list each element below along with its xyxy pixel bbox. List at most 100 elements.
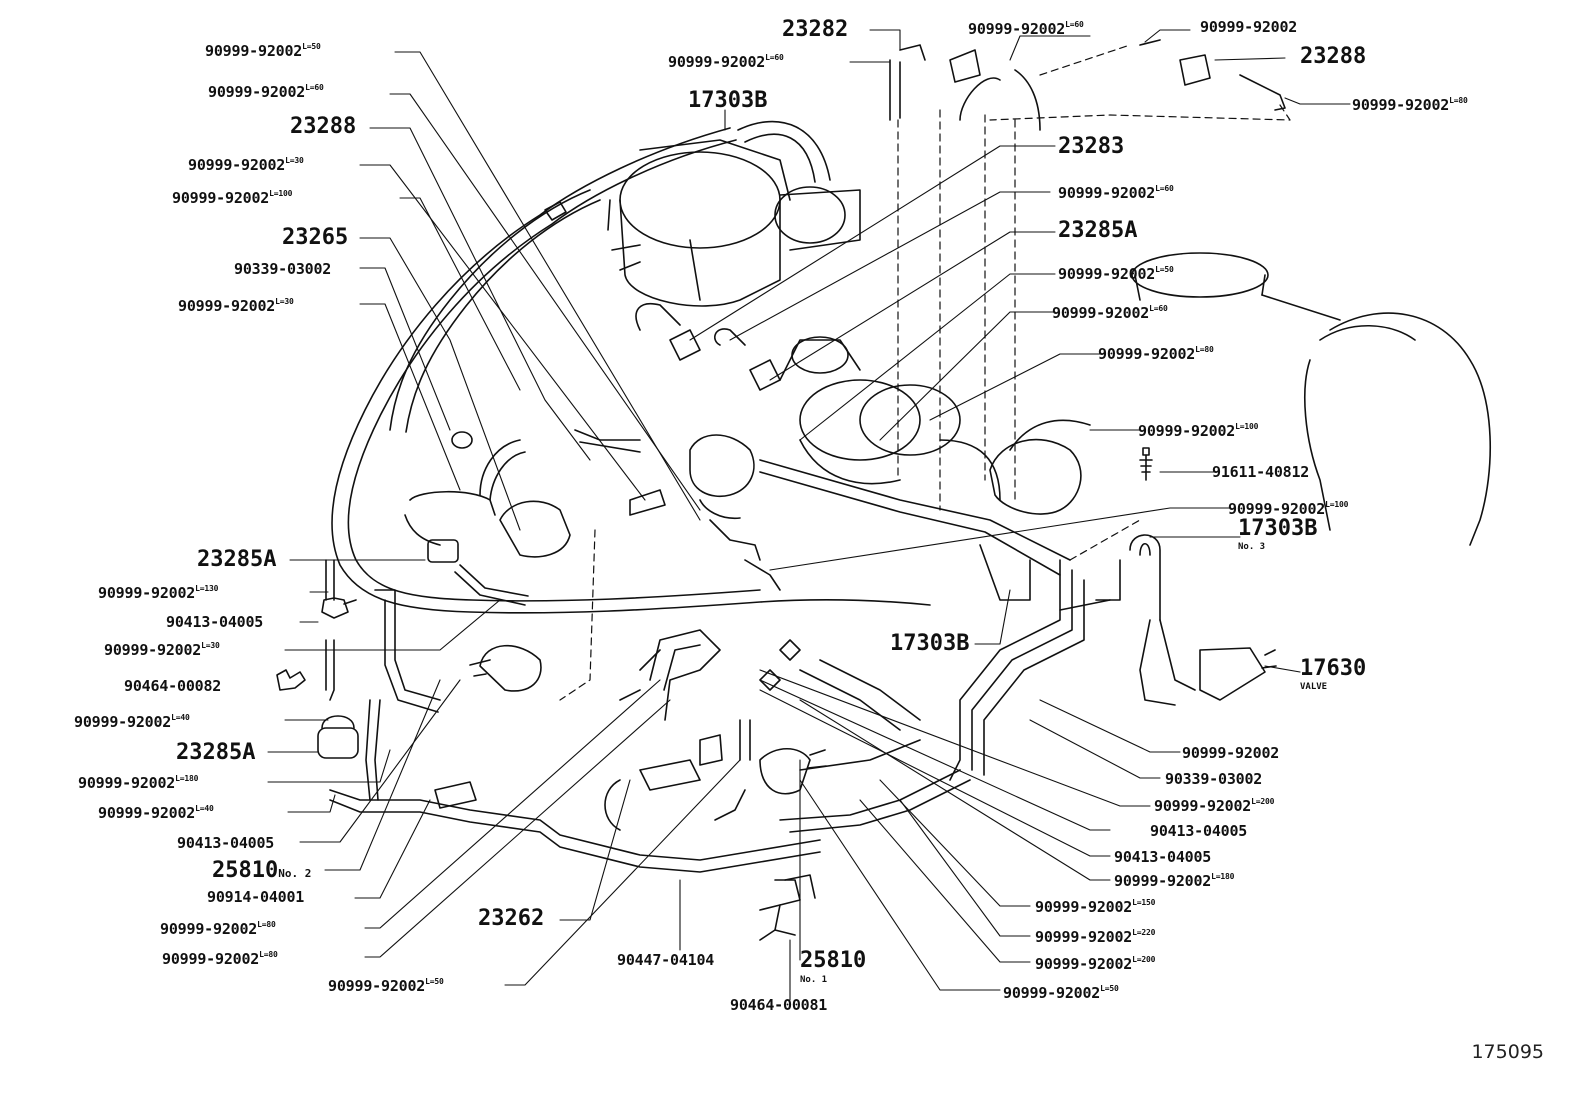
part-code: 25810: [212, 858, 279, 883]
part-code: 23282: [782, 17, 849, 42]
pipe-bundle: [779, 534, 1277, 833]
part-code: 90999-92002: [328, 977, 426, 995]
label-part-54: 90999-92002L=220: [1035, 928, 1155, 946]
part-code: 90999-92002: [1035, 898, 1133, 916]
label-part-55: 90999-92002L=200: [1035, 955, 1155, 973]
label-part-50: 90413-04005: [1150, 822, 1247, 840]
part-code: 90447-04104: [617, 951, 715, 969]
label-part-39: 90999-92002L=60: [1052, 304, 1168, 322]
part-note: L=50: [425, 977, 444, 986]
part-code: 90999-92002: [162, 950, 260, 968]
part-code: 90999-92002: [1138, 422, 1236, 440]
part-code: 90999-92002: [178, 297, 276, 315]
part-note: L=60: [1155, 184, 1174, 193]
label-part-35: 23283: [1058, 134, 1124, 159]
part-code: 90999-92002: [98, 584, 196, 602]
label-part-1: 90999-92002L=50: [205, 42, 321, 60]
part-code: 90999-92002: [1035, 928, 1133, 946]
small-components: [276, 447, 1153, 691]
part-code: 25810: [800, 948, 867, 973]
main-hose-run: [331, 127, 931, 614]
part-code: 90464-00081: [730, 996, 828, 1014]
label-part-14: 90999-92002L=40: [74, 713, 190, 731]
label-part-38: 90999-92002L=50: [1058, 265, 1174, 283]
label-part-3: 23288: [290, 114, 356, 139]
label-part-15: 23285A: [176, 740, 255, 765]
part-code: 17303B: [890, 631, 970, 656]
part-code: 90999-92002: [1154, 797, 1252, 815]
part-code: 90464-00082: [124, 677, 222, 695]
label-part-20: 90914-04001: [207, 888, 304, 906]
reference-number: 175095: [1471, 1041, 1544, 1063]
label-part-45: 17303B: [890, 631, 969, 656]
part-code: 90999-92002: [1352, 96, 1450, 114]
part-code: 90999-92002: [1052, 304, 1150, 322]
label-part-33: 90999-92002L=80: [1352, 96, 1468, 114]
label-part-51: 90413-04005: [1114, 848, 1211, 866]
label-part-17: 90999-92002L=40: [98, 804, 214, 822]
part-code: 23288: [290, 114, 357, 139]
part-note: L=200: [1132, 955, 1156, 964]
part-code: 90914-04001: [207, 888, 305, 906]
part-note: L=50: [1155, 265, 1174, 274]
label-part-49: 90999-92002L=200: [1154, 797, 1274, 815]
part-code: 90999-92002: [1114, 872, 1212, 890]
part-note: L=80: [1195, 345, 1214, 354]
part-code: 90999-92002: [205, 42, 303, 60]
label-part-18: 90413-04005: [177, 834, 274, 852]
part-code: 17630: [1300, 656, 1367, 681]
part-44-note: No. 3: [1238, 542, 1266, 552]
distributor: [607, 120, 861, 307]
label-part-46: 17630: [1300, 656, 1366, 681]
part-26-note: No. 1: [800, 975, 828, 985]
part-code: 23285A: [176, 740, 256, 765]
label-part-56: 90999-92002L=50: [1003, 984, 1119, 1002]
part-code: 90999-92002: [1058, 265, 1156, 283]
label-part-41: 90999-92002L=100: [1138, 422, 1258, 440]
part-code: 90413-04005: [166, 613, 264, 631]
part-code: 90999-92002: [1058, 184, 1156, 202]
part-code: 90999-92002: [208, 83, 306, 101]
part-code: 23285A: [1058, 218, 1138, 243]
part-code: 90999-92002: [78, 774, 176, 792]
label-part-43: 90999-92002L=100: [1228, 500, 1348, 518]
label-part-26: 25810: [800, 948, 866, 973]
part-code: 17303B: [1238, 516, 1318, 541]
label-part-32: 23288: [1300, 44, 1366, 69]
label-part-25: 90447-04104: [617, 951, 714, 969]
label-part-8: 90999-92002L=30: [178, 297, 294, 315]
part-code: 23288: [1300, 44, 1367, 69]
part-note: L=50: [302, 42, 321, 51]
label-part-16: 90999-92002L=180: [78, 774, 198, 792]
label-part-24: 23262: [478, 906, 544, 931]
part-note: L=100: [1325, 500, 1349, 509]
part-note: L=150: [1132, 898, 1156, 907]
part-code: 23283: [1058, 134, 1125, 159]
part-note: L=60: [305, 83, 324, 92]
part-46-note: VALVE: [1300, 682, 1328, 692]
part-code: 90999-92002: [1182, 744, 1280, 762]
part-note: L=40: [195, 804, 214, 813]
part-code: 90999-92002: [98, 804, 196, 822]
label-part-42: 91611-40812: [1212, 463, 1309, 481]
part-note: L=60: [765, 53, 784, 62]
part-code: 90999-92002: [968, 20, 1066, 38]
part-code: 90999-92002: [160, 920, 258, 938]
part-code: 23285A: [197, 547, 277, 572]
part-note: L=50: [1100, 984, 1119, 993]
part-code: 90339-03002: [234, 260, 332, 278]
part-note: L=30: [201, 641, 220, 650]
part-note: No. 2: [278, 867, 312, 880]
part-note: L=100: [1235, 422, 1259, 431]
label-part-2: 90999-92002L=60: [208, 83, 324, 101]
part-note: L=180: [1211, 872, 1235, 881]
part-code: 90999-92002: [188, 156, 286, 174]
label-part-21: 90999-92002L=80: [160, 920, 276, 938]
label-part-4: 90999-92002L=30: [188, 156, 304, 174]
part-code: 91611-40812: [1212, 463, 1310, 481]
part-code: 23262: [478, 906, 545, 931]
label-part-40: 90999-92002L=80: [1098, 345, 1214, 363]
label-part-13: 90464-00082: [124, 677, 221, 695]
part-code: 90999-92002: [668, 53, 766, 71]
